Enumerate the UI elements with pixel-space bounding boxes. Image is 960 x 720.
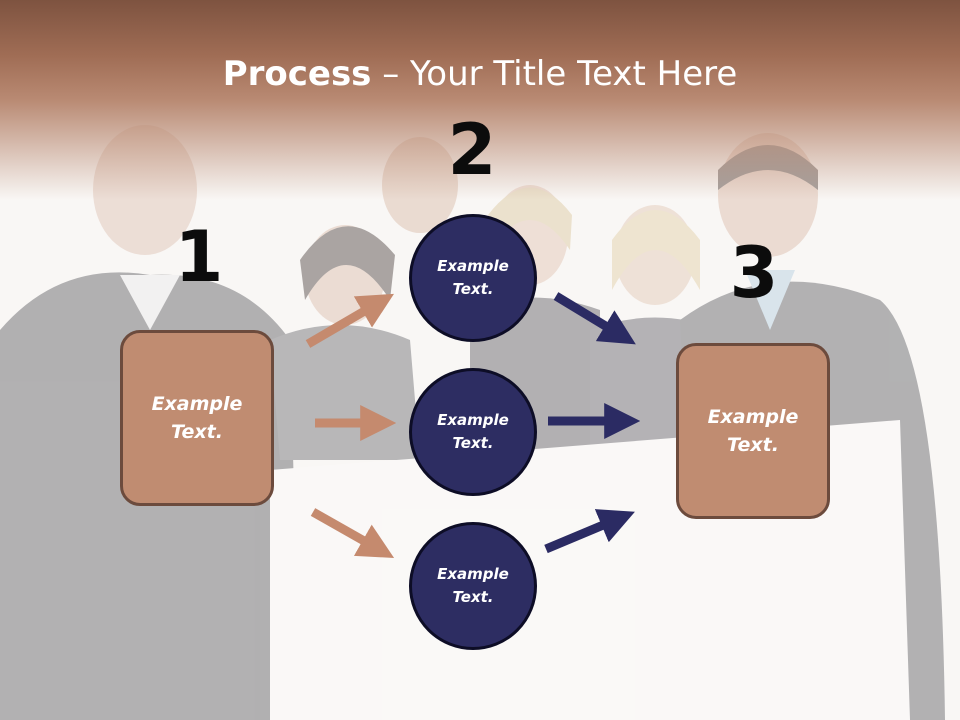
process-circle-middle-text: Example Text.: [437, 410, 509, 452]
title-rest: – Your Title Text Here: [371, 54, 738, 94]
input-box[interactable]: Example Text.: [120, 330, 274, 506]
output-box-text: Example Text.: [707, 405, 799, 457]
slide-title: Process – Your Title Text Here: [0, 54, 960, 94]
arrow-left-to-bottom: [310, 508, 395, 558]
input-box-text: Example Text.: [151, 392, 243, 444]
process-circle-bottom[interactable]: Example Text.: [409, 522, 537, 650]
step-number-2: 2: [447, 109, 497, 191]
process-circle-middle[interactable]: Example Text.: [409, 368, 537, 496]
header-band: [0, 0, 960, 200]
process-circle-top-text: Example Text.: [437, 256, 509, 298]
arrow-bottom-to-right: [544, 509, 635, 554]
arrow-top-to-right: [553, 292, 636, 345]
step-number-3: 3: [729, 232, 779, 314]
output-box[interactable]: Example Text.: [676, 343, 830, 519]
step-number-1: 1: [174, 216, 224, 298]
process-circle-bottom-text: Example Text.: [437, 564, 509, 606]
process-circle-top[interactable]: Example Text.: [409, 214, 537, 342]
arrow-left-to-top: [305, 293, 394, 348]
title-bold: Process: [222, 54, 372, 94]
